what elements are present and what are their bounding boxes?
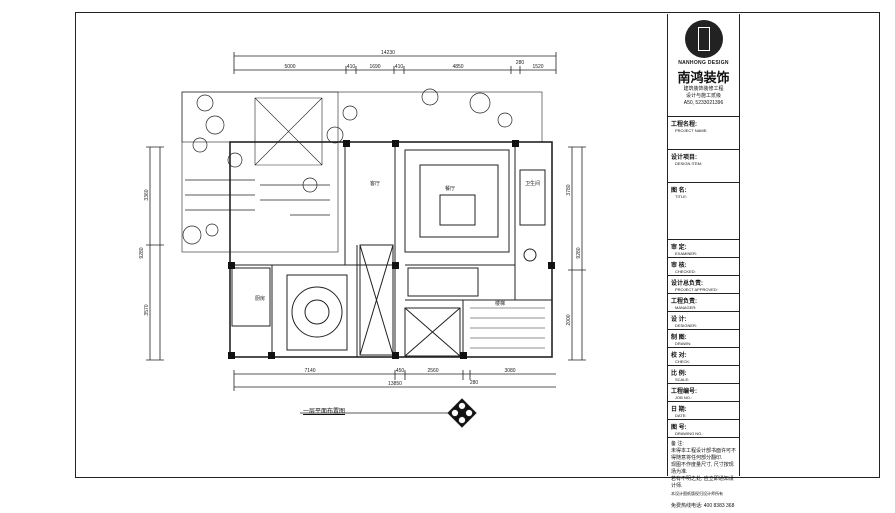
dim-top-total: 14230 xyxy=(381,50,395,56)
field-label-cn: 图 号: xyxy=(671,425,687,431)
tagline: 设计与施工贰级 xyxy=(685,93,721,99)
title-field: 图 号:DRAWING NO.: xyxy=(668,420,739,438)
title-field: 校 对:CHECK: xyxy=(668,348,739,366)
exterior-walls xyxy=(229,141,553,358)
plants xyxy=(182,88,513,245)
note-item: 现图不作度量尺寸, 尺寸按现场为准. xyxy=(671,462,734,475)
dim-left: 3570 xyxy=(144,304,150,315)
tagline: 建筑装饰装修工程 xyxy=(683,86,724,92)
dim-bottom-seg: 280 xyxy=(470,380,479,386)
column-logo-icon xyxy=(684,20,723,58)
garden-boundary xyxy=(181,91,543,143)
logo-en: NANHONG DESIGN xyxy=(678,60,729,66)
dim-left: 3360 xyxy=(144,189,150,200)
stairs xyxy=(470,307,545,349)
dim-right: 2000 xyxy=(566,314,572,325)
field-label-cn: 图 名: xyxy=(671,188,687,194)
note-item: 若有不明之处, 应立即通知设计师. xyxy=(671,476,734,489)
columns xyxy=(228,140,555,359)
title-field: 设计总负责:PROJECT APPROVED: xyxy=(668,276,739,294)
dim-top-seg: 1690 xyxy=(369,64,380,70)
drawing-caption: 一层平面布置图 xyxy=(303,409,346,415)
title-field: 日 期:DATE: xyxy=(668,402,739,420)
dim-bottom-total: 13850 xyxy=(388,381,402,387)
logo-cn: 南鸿装饰 xyxy=(677,71,730,86)
dim-top-seg: 5000 xyxy=(284,64,295,70)
field-label-cn: 校 对: xyxy=(671,353,687,359)
field-label-en: EXAMINER: xyxy=(675,251,698,256)
room-label: 卫生间 xyxy=(525,180,540,187)
field-label-en: PROJECT APPROVED: xyxy=(675,287,718,292)
field-label-en: DESIGN ITEM: xyxy=(675,161,703,166)
dim-top-seg: 410 xyxy=(395,64,404,70)
field-label-en: CHECKED: xyxy=(675,269,696,274)
field-label-cn: 工程名程: xyxy=(671,122,697,128)
cert-number: A50, 5233021396 xyxy=(683,100,724,106)
notes-title: 备 注: xyxy=(671,441,684,447)
title-field: 工程负责:MANAGER: xyxy=(668,294,739,312)
field-label-en: SCALE: xyxy=(675,377,690,382)
title-block: NANHONG DESIGN 南鸿装饰 建筑装饰装修工程 设计与施工贰级 A50… xyxy=(667,14,740,509)
dim-top-seg: 4850 xyxy=(452,64,463,70)
dim-top-seg: 1520 xyxy=(532,64,543,70)
notes: 备 注: 未得本工程设计部书面许可不得随意将任何部分翻印. 现图不作度量尺寸, … xyxy=(668,438,739,513)
field-label-cn: 工程编号: xyxy=(671,389,697,395)
field-label-cn: 审 定: xyxy=(671,245,687,251)
field-label-cn: 审 核: xyxy=(671,263,687,269)
compass-icon xyxy=(447,398,477,428)
room-label: 餐厅 xyxy=(445,185,455,192)
field-label-en: JOB NO.: xyxy=(675,395,693,400)
hotline: 免费热线电话: 400 8383 368 xyxy=(671,503,735,509)
field-label-en: DRAWING NO.: xyxy=(675,431,704,436)
field-label-cn: 日 期: xyxy=(671,407,687,413)
title-field: 图 名:TITLE: xyxy=(668,183,739,240)
company-logo: NANHONG DESIGN 南鸿装饰 建筑装饰装修工程 设计与施工贰级 A50… xyxy=(668,20,739,117)
field-label-en: DATE: xyxy=(675,413,687,418)
field-label-cn: 工程负责: xyxy=(671,299,697,305)
dim-right: 9280 xyxy=(576,247,582,258)
title-field: 工程编号:JOB NO.: xyxy=(668,384,739,402)
dim-bottom-seg: 2560 xyxy=(427,368,438,374)
field-label-en: DRAWN: xyxy=(675,341,692,346)
room-label: 客厅 xyxy=(370,180,380,187)
interior-walls xyxy=(230,142,552,357)
drawing-sheet-border xyxy=(75,12,880,478)
room-label: 厨房 xyxy=(255,295,265,302)
title-field: 审 核:CHECKED: xyxy=(668,258,739,276)
field-label-en: CHECK: xyxy=(675,359,691,364)
field-label-cn: 比 例: xyxy=(671,371,687,377)
floor-plan: 14230 5000 410 1690 410 4850 280 1520 71… xyxy=(139,50,586,428)
title-field: 设计项目:DESIGN ITEM: xyxy=(668,150,739,183)
note-item: 未得本工程设计部书面许可不得随意将任何部分翻印. xyxy=(671,448,737,461)
room-label: 楼梯 xyxy=(495,300,505,307)
dim-bottom-seg: 7140 xyxy=(304,368,315,374)
field-label-cn: 设计项目: xyxy=(671,155,697,161)
dim-bottom-seg: 450 xyxy=(396,368,405,374)
dim-right: 3780 xyxy=(566,184,572,195)
title-field: 设 计:DESIGNER: xyxy=(668,312,739,330)
field-label-cn: 设 计: xyxy=(671,317,687,323)
dim-bottom-seg: 3080 xyxy=(504,368,515,374)
title-field: 比 例:SCALE: xyxy=(668,366,739,384)
dim-top-seg: 280 xyxy=(516,60,525,66)
field-label-cn: 制 图: xyxy=(671,335,687,341)
title-field: 审 定:EXAMINER: xyxy=(668,240,739,258)
dim-top-seg: 410 xyxy=(347,64,356,70)
field-label-cn: 设计总负责: xyxy=(671,281,703,287)
field-label-en: PROJECT NAME: xyxy=(675,128,708,133)
field-label-en: TITLE: xyxy=(675,194,688,199)
field-label-en: MANAGER: xyxy=(675,305,697,310)
title-field: 制 图:DRAWN: xyxy=(668,330,739,348)
note-small: 本设计图纸版权归设计师所有 xyxy=(671,491,723,496)
pergola xyxy=(254,97,323,166)
dim-left: 9280 xyxy=(139,247,145,258)
title-field: 工程名程:PROJECT NAME: xyxy=(668,117,739,150)
field-label-en: DESIGNER: xyxy=(675,323,698,328)
